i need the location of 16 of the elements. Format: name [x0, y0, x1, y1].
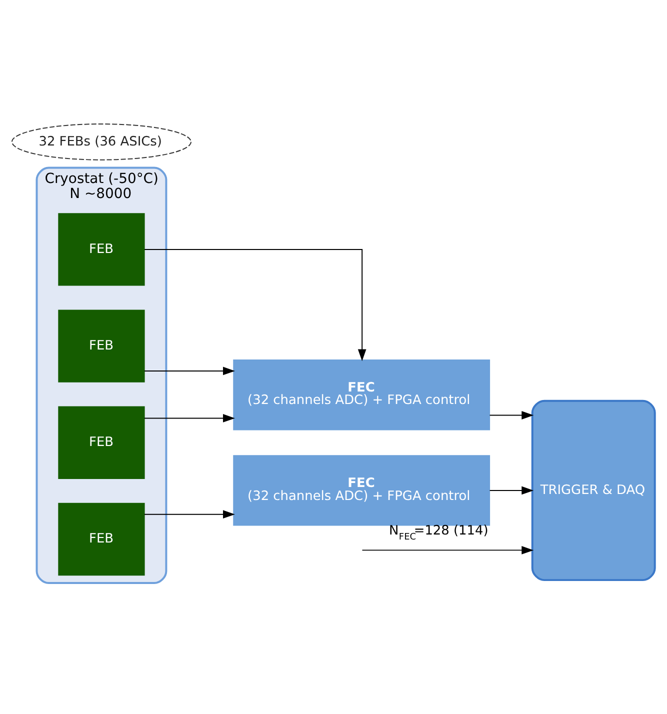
node-box: FEB	[58, 502, 145, 576]
arrow	[489, 486, 534, 494]
arrow	[144, 510, 235, 518]
arrow	[362, 546, 534, 554]
arrow	[144, 248, 366, 361]
node-box: FEB	[58, 309, 145, 382]
node-box: FEB	[58, 406, 145, 478]
node-box: FEB	[58, 212, 145, 286]
node-box: FEC (32 channels ADC) + FPGA control	[233, 359, 490, 430]
node-box: FEC (32 channels ADC) + FPGA control	[233, 454, 490, 526]
arrow	[144, 414, 235, 422]
node-ellipse: 32 FEBs (36 ASICs)	[11, 122, 192, 160]
node-box: TRIGGER & DAQ	[531, 399, 656, 581]
arrow	[144, 366, 235, 375]
node-label: N$_{FEC}$=128 (114)	[388, 523, 488, 542]
arrow	[489, 410, 534, 419]
